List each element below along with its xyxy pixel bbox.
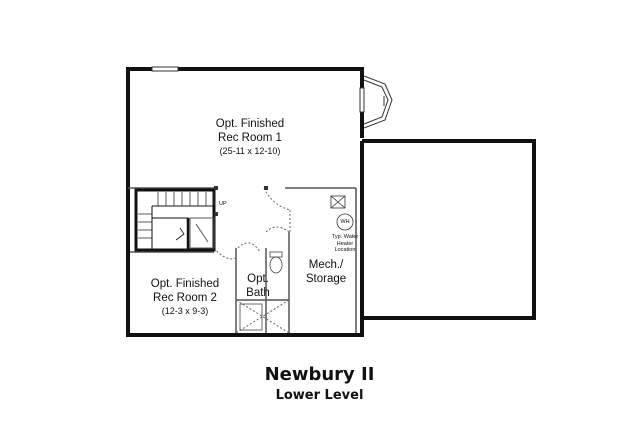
wh-note-line1: Typ. Water (331, 234, 359, 240)
stair-up-label: UP (219, 201, 227, 207)
mech-storage-label: Mech./ Storage (296, 258, 356, 286)
exterior-walls (126, 67, 536, 337)
bath-line2: Bath (246, 287, 270, 299)
mech-line2: Storage (305, 273, 347, 285)
rec-room-2-dims: (12-3 x 9-3) (161, 306, 209, 316)
water-heater-label: WH (340, 219, 350, 225)
bay-projection (363, 75, 393, 129)
rec-room-2-line1: Opt. Finished (150, 278, 220, 290)
plan-name: Newbury II (264, 364, 375, 385)
stair-rail-marks (214, 186, 268, 216)
rec-room-2-label: Opt. Finished Rec Room 2 (12-3 x 9-3) (130, 277, 240, 317)
mech-line1: Mech./ (308, 259, 344, 271)
toilet-fixture (239, 251, 283, 331)
garage-outline (360, 139, 536, 320)
staircase (134, 188, 216, 252)
bath-label: Opt. Bath (240, 272, 276, 300)
main-outline (126, 67, 364, 337)
rec-room-1-line1: Opt. Finished (215, 118, 285, 130)
rec-room-1-line2: Rec Room 1 (218, 132, 282, 144)
window-right (359, 87, 365, 113)
plan-level: Lower Level (275, 388, 364, 403)
rec-room-1-dims: (25-11 x 12-10) (219, 146, 281, 156)
rec-room-1-label: Opt. Finished Rec Room 1 (25-11 x 12-10) (190, 117, 310, 157)
wh-note-line2: Heater (336, 240, 354, 247)
window-top (151, 66, 179, 72)
water-heater-note: Typ. Water Heater Location (322, 234, 368, 254)
door-swings (213, 187, 291, 334)
stair-closet (189, 217, 215, 249)
rec-room-2-line2: Rec Room 2 (153, 292, 217, 304)
water-heater (330, 195, 354, 231)
wh-note-line3: Location (334, 247, 356, 253)
bath-line1: Opt. (247, 273, 269, 285)
interior-partitions (128, 187, 357, 333)
